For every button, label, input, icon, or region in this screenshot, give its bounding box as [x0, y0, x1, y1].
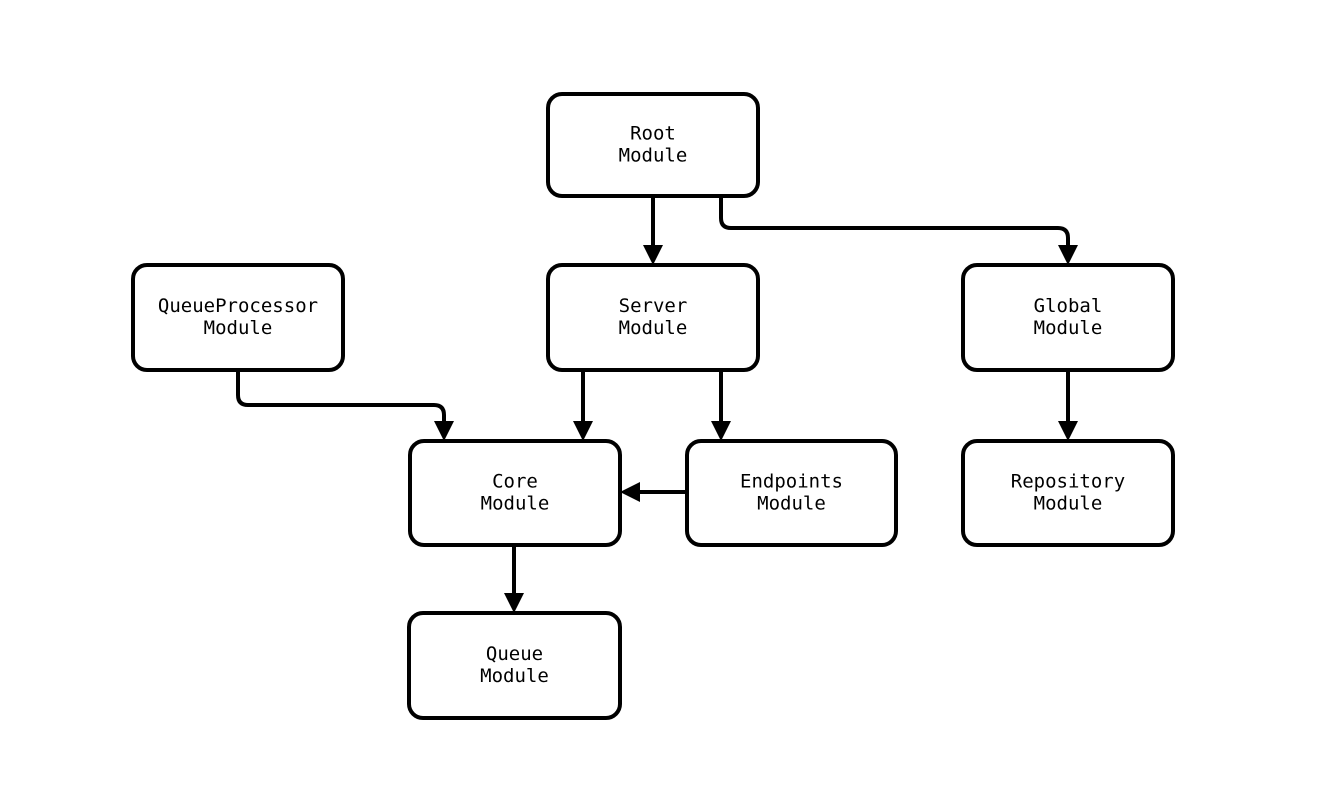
- arrowhead-icon: [504, 593, 524, 613]
- node-label-line2: Module: [480, 665, 549, 687]
- node-core-module[interactable]: Core Module: [408, 439, 622, 547]
- node-box[interactable]: [546, 92, 760, 198]
- node-label-line1: Server: [619, 295, 688, 317]
- node-box[interactable]: [685, 439, 898, 547]
- arrowhead-icon: [1058, 245, 1078, 265]
- edge-endpoints-to-core: [620, 482, 687, 502]
- node-label-line1: Repository: [1011, 471, 1125, 493]
- node-label-line2: Module: [1034, 317, 1103, 339]
- node-endpoints-module[interactable]: Endpoints Module: [685, 439, 898, 547]
- node-queueprocessor-module[interactable]: QueueProcessor Module: [131, 263, 345, 372]
- node-label-line1: Root: [630, 123, 676, 145]
- node-queue-module[interactable]: Queue Module: [407, 611, 622, 720]
- node-box[interactable]: [961, 263, 1175, 372]
- node-label-line1: Queue: [486, 643, 543, 665]
- arrowhead-icon: [573, 421, 593, 441]
- edge-root-to-global: [719, 196, 1078, 265]
- node-label-line1: Global: [1034, 295, 1103, 317]
- node-box[interactable]: [407, 611, 622, 720]
- node-box[interactable]: [131, 263, 345, 372]
- node-box[interactable]: [961, 439, 1175, 547]
- arrowhead-icon: [620, 482, 640, 502]
- node-label-line2: Module: [619, 317, 688, 339]
- arrowhead-icon: [711, 421, 731, 441]
- node-label-line2: Module: [619, 145, 688, 167]
- node-label-line2: Module: [481, 493, 550, 515]
- node-repository-module[interactable]: Repository Module: [961, 439, 1175, 547]
- node-label-line2: Module: [204, 317, 273, 339]
- edge-line: [719, 196, 1070, 252]
- arrowhead-icon: [1058, 421, 1078, 441]
- edge-server-to-endpoints: [711, 370, 731, 441]
- node-label-line1: QueueProcessor: [158, 295, 318, 317]
- edge-server-to-core: [573, 370, 593, 441]
- edge-core-to-queue: [504, 545, 524, 613]
- arrowhead-icon: [643, 245, 663, 265]
- node-label-line1: Core: [492, 471, 538, 493]
- node-label-line2: Module: [1034, 493, 1103, 515]
- arrowhead-icon: [434, 421, 454, 441]
- node-label-line2: Module: [757, 493, 826, 515]
- node-global-module[interactable]: Global Module: [961, 263, 1175, 372]
- edge-layer: [236, 196, 1078, 613]
- node-server-module[interactable]: Server Module: [546, 263, 760, 372]
- node-box[interactable]: [546, 263, 760, 372]
- edge-line: [236, 370, 446, 428]
- node-box[interactable]: [408, 439, 622, 547]
- node-layer: Root Module QueueProcessor Module Server…: [131, 92, 1175, 720]
- node-root-module[interactable]: Root Module: [546, 92, 760, 198]
- node-label-line1: Endpoints: [740, 471, 843, 493]
- edge-global-to-repository: [1058, 370, 1078, 441]
- edge-queueprocessor-to-core: [236, 370, 454, 441]
- edge-root-to-server: [643, 196, 663, 265]
